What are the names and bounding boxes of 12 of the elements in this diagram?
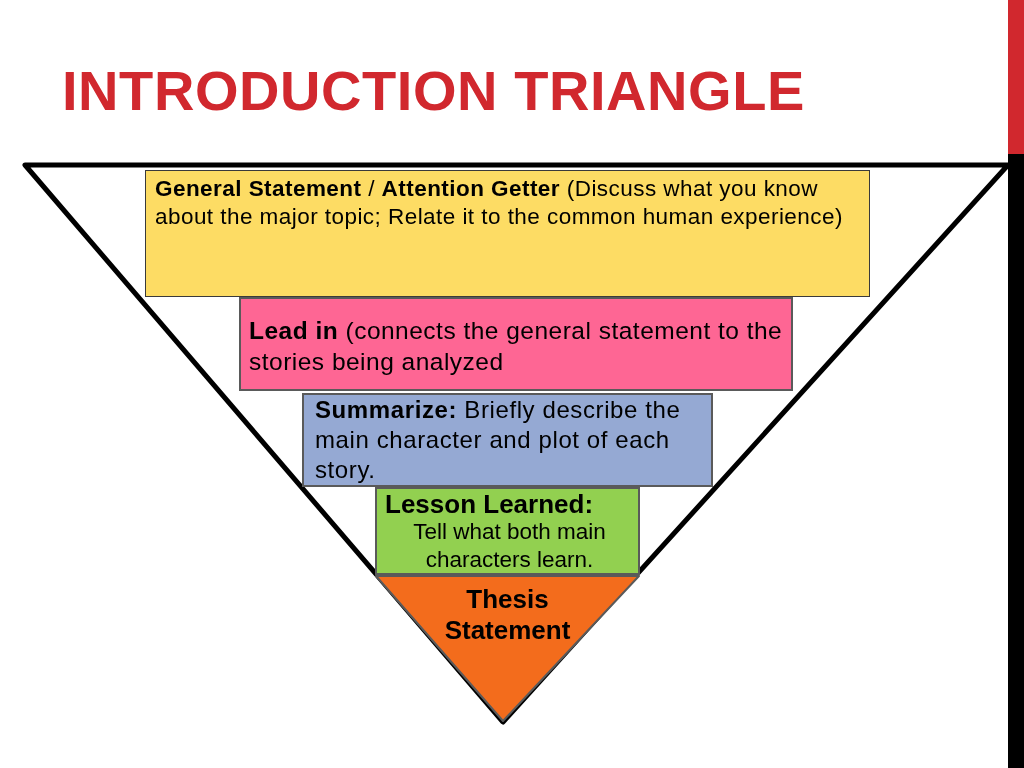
- section-text: General Statement / Attention Getter (Discuss what you know about the major topic; Relate it to the common human experience): [155, 175, 844, 231]
- thesis-triangle: [375, 575, 640, 722]
- body-text: Tell what both main characters learn.: [412, 518, 607, 573]
- heading-text: Lesson Learned:: [385, 491, 595, 518]
- lead-in-box: [239, 297, 793, 391]
- lesson-box: [375, 487, 640, 575]
- section-text: Thesis Statement: [443, 584, 572, 646]
- slide-title: INTRODUCTION TRIANGLE: [62, 63, 805, 119]
- section-text: Summarize: Briefly describe the main character and plot of each story.: [315, 395, 682, 485]
- funnel-triangle: [22, 162, 1011, 725]
- statement-box: [145, 170, 870, 297]
- section-text: Lead in (connects the general statement to the stories being analyzed: [249, 316, 784, 377]
